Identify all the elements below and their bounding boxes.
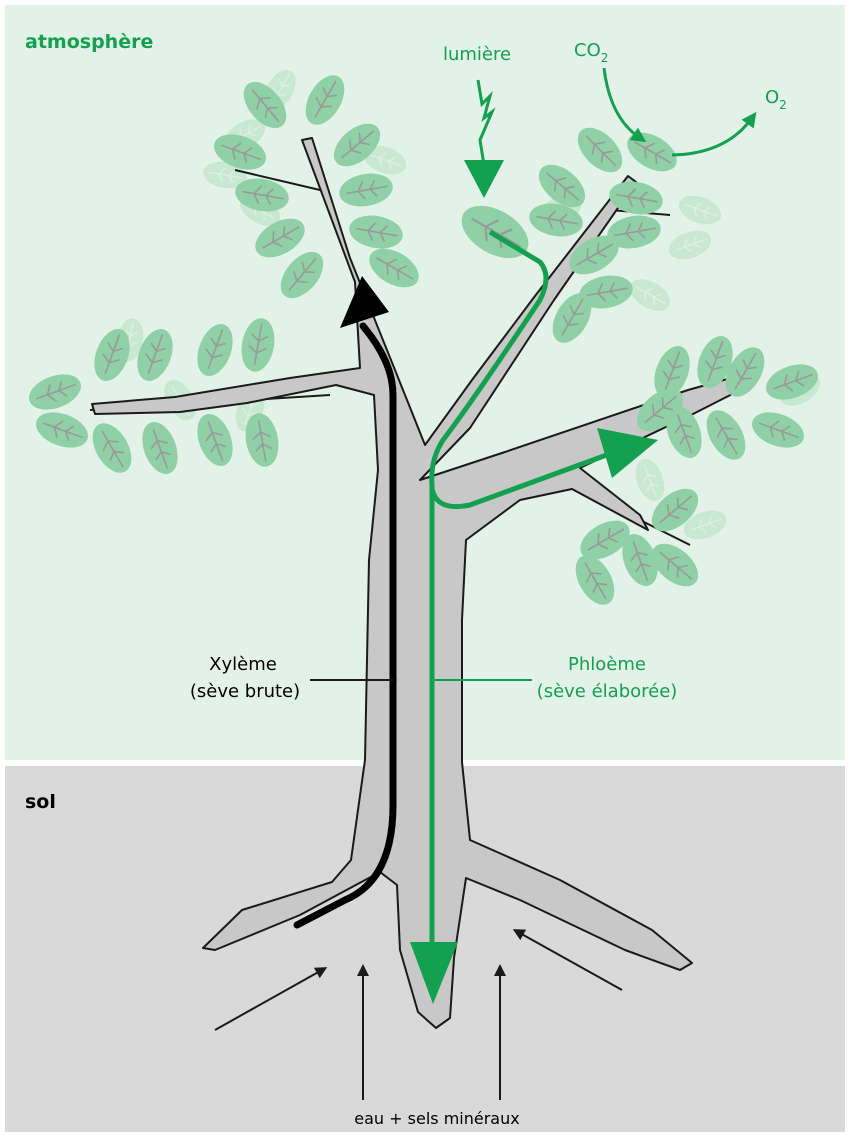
co2-subscript: 2 [601, 51, 609, 65]
phloem-desc: (sève élaborée) [537, 681, 678, 702]
o2-main: O [765, 87, 779, 108]
atmosphere-label: atmosphère [25, 31, 153, 53]
co2-main: CO [574, 40, 601, 61]
phloem-name: Phloème [568, 654, 646, 675]
soil-label: sol [25, 791, 56, 813]
uptake-label: eau + sels minéraux [354, 1109, 519, 1128]
xylem-desc: (sève brute) [190, 681, 300, 702]
light-label: lumière [443, 44, 511, 65]
xylem-name: Xylème [209, 654, 277, 675]
o2-subscript: 2 [779, 98, 787, 112]
